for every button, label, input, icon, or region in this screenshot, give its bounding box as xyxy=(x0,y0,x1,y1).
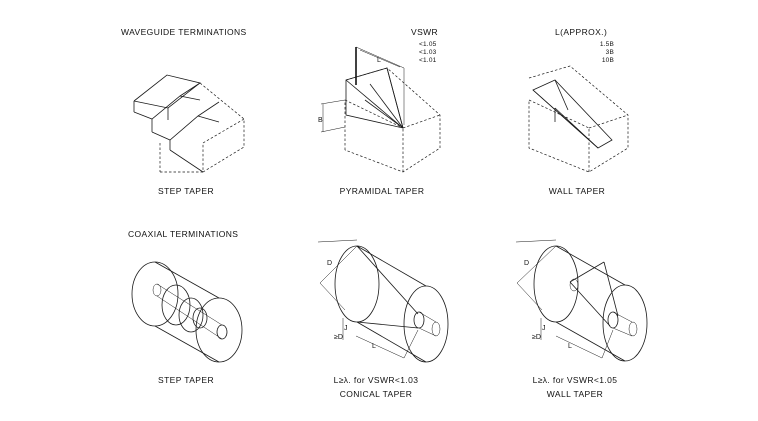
vswr-value-wall: <1.01 xyxy=(419,57,437,64)
wall-dim-j: J xyxy=(542,325,546,332)
length-value-pyramidal: 3B xyxy=(605,49,614,56)
pyramidal-dim-b: B xyxy=(318,117,323,124)
coaxial-wall-condition: L≥λ. for VSWR<1.05 xyxy=(532,375,618,385)
wall-dim-ged: ≥D xyxy=(532,334,541,341)
waveguide-section-title: WAVEGUIDE TERMINATIONS xyxy=(121,27,247,37)
waveguide-wall-taper-label: WALL TAPER xyxy=(548,186,606,196)
length-column-header: L(APPROX.) xyxy=(555,27,608,37)
coaxial-step-taper-drawing xyxy=(131,261,243,363)
pyramidal-dim-l: L xyxy=(377,57,381,64)
wall-dim-d: D xyxy=(524,260,529,267)
waveguide-pyramidal-taper-label: PYRAMIDAL TAPER xyxy=(339,186,425,196)
waveguide-step-taper-label: STEP TAPER xyxy=(158,186,214,196)
vswr-value-pyramidal: <1.03 xyxy=(419,49,437,56)
length-value-wall: 10B xyxy=(601,57,614,64)
conical-dim-ged: ≥D xyxy=(334,334,343,341)
conical-dim-d: D xyxy=(327,260,332,267)
coaxial-step-taper-label: STEP TAPER xyxy=(158,375,214,385)
length-value-step: 1.5B xyxy=(599,41,614,48)
waveguide-step-taper-drawing xyxy=(133,74,245,173)
conical-dim-l: L xyxy=(372,343,376,350)
coaxial-conical-taper-label: CONICAL TAPER xyxy=(339,389,413,399)
waveguide-pyramidal-taper-drawing: L B xyxy=(318,46,441,173)
conical-dim-j: J xyxy=(344,325,348,332)
wall-dim-l: L xyxy=(568,343,572,350)
vswr-value-step: <1.05 xyxy=(419,41,437,48)
coaxial-section-title: COAXIAL TERMINATIONS xyxy=(128,229,239,239)
coaxial-wall-taper-drawing: D J ≥D L xyxy=(515,239,648,362)
coaxial-wall-taper-label: WALL TAPER xyxy=(546,389,604,399)
vswr-column-header: VSWR xyxy=(411,27,439,37)
coaxial-conical-taper-drawing: D J ≥D L xyxy=(317,239,449,363)
waveguide-wall-taper-drawing xyxy=(528,65,629,173)
coaxial-conical-condition: L≥λ. for VSWR<1.03 xyxy=(333,375,419,385)
